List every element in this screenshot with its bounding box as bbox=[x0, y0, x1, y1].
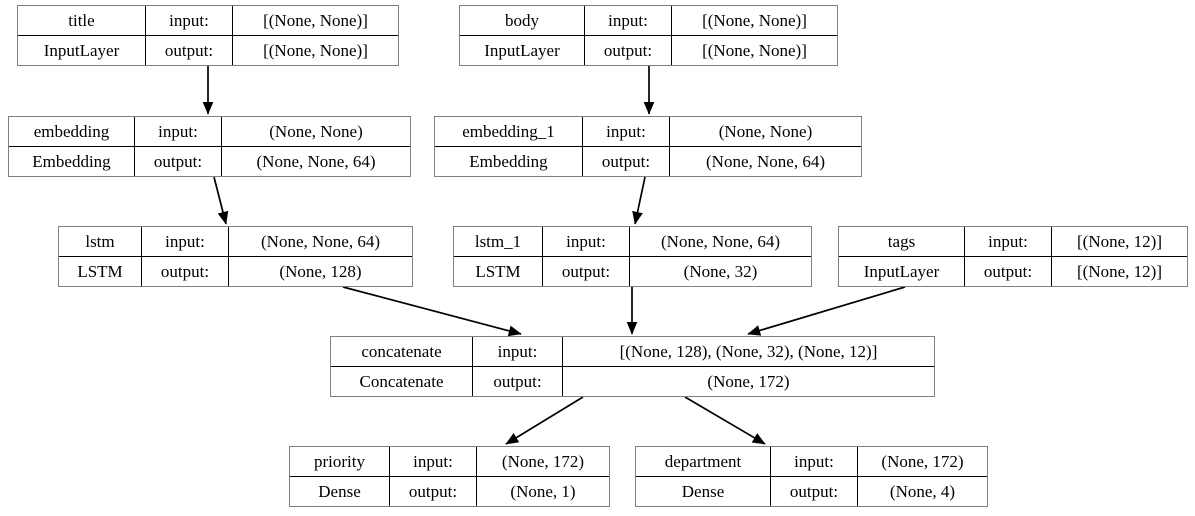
node-layer-name: embedding_1 bbox=[435, 117, 583, 146]
output-shape: (None, 4) bbox=[889, 482, 956, 501]
node-layer-name: tags bbox=[839, 227, 965, 256]
node-layer-type: InputLayer bbox=[839, 257, 965, 286]
output-shape: (None, None, 64) bbox=[256, 152, 376, 171]
output-label: output: bbox=[543, 257, 630, 286]
node-layer-type: Embedding bbox=[9, 147, 135, 176]
node-layer-name: body bbox=[460, 6, 585, 35]
input-label: input: bbox=[585, 6, 672, 35]
node-layer-type: Dense bbox=[290, 477, 390, 506]
input-label: input: bbox=[473, 337, 563, 366]
input-label: input: bbox=[965, 227, 1052, 256]
node-layer-type: LSTM bbox=[454, 257, 543, 286]
node-layer-name: lstm bbox=[59, 227, 142, 256]
input-label: input: bbox=[142, 227, 229, 256]
output-shape: (None, 128) bbox=[279, 262, 362, 281]
node-layer-name: department bbox=[636, 447, 771, 476]
node-layer-type: LSTM bbox=[59, 257, 142, 286]
input-shape: (None, 172) bbox=[881, 452, 964, 471]
node-layer-type: Embedding bbox=[435, 147, 583, 176]
output-shape: (None, 32) bbox=[683, 262, 758, 281]
input-label: input: bbox=[543, 227, 630, 256]
edge-tags-to-concatenate bbox=[747, 286, 906, 336]
node-layer-name: lstm_1 bbox=[454, 227, 543, 256]
input-shape: (None, None) bbox=[718, 122, 813, 141]
output-shape: (None, 1) bbox=[510, 482, 576, 501]
node-layer-type: Dense bbox=[636, 477, 771, 506]
output-label: output: bbox=[135, 147, 222, 176]
output-shape: [(None, 12)] bbox=[1077, 262, 1162, 281]
input-shape: (None, None, 64) bbox=[661, 232, 780, 251]
node-layer-type: InputLayer bbox=[460, 36, 585, 65]
input-shape: [(None, 12)] bbox=[1077, 232, 1162, 251]
output-label: output: bbox=[965, 257, 1052, 286]
node-layer-name: priority bbox=[290, 447, 390, 476]
output-shape: (None, 172) bbox=[707, 372, 790, 391]
input-shape: (None, 172) bbox=[501, 452, 585, 471]
output-label: output: bbox=[390, 477, 477, 506]
output-shape: [(None, None)] bbox=[263, 41, 368, 60]
output-shape: [(None, None)] bbox=[702, 41, 807, 60]
edge-lstm-to-concatenate bbox=[342, 286, 522, 337]
input-shape: (None, None) bbox=[269, 122, 363, 141]
input-shape: [(None, None)] bbox=[263, 11, 368, 30]
output-label: output: bbox=[146, 36, 233, 65]
input-shape: (None, None, 64) bbox=[261, 232, 380, 251]
input-label: input: bbox=[146, 6, 233, 35]
edge-embedding-to-lstm bbox=[213, 176, 229, 225]
output-shape: (None, None, 64) bbox=[706, 152, 825, 171]
node-layer-name: embedding bbox=[9, 117, 135, 146]
input-label: input: bbox=[135, 117, 222, 146]
edge-concatenate-to-department bbox=[684, 396, 766, 445]
edge-concatenate-to-priority bbox=[505, 396, 584, 445]
node-layer-type: Concatenate bbox=[331, 367, 473, 396]
output-label: output: bbox=[771, 477, 858, 506]
node-layer-name: title bbox=[18, 6, 146, 35]
input-label: input: bbox=[390, 447, 477, 476]
input-shape: [(None, 128), (None, 32), (None, 12)] bbox=[619, 342, 878, 361]
output-label: output: bbox=[473, 367, 563, 396]
node-layer-name: concatenate bbox=[331, 337, 473, 366]
input-shape: [(None, None)] bbox=[702, 11, 807, 30]
input-label: input: bbox=[771, 447, 858, 476]
input-label: input: bbox=[583, 117, 670, 146]
edge-embedding_1-to-lstm_1 bbox=[632, 176, 646, 225]
output-label: output: bbox=[583, 147, 670, 176]
output-label: output: bbox=[142, 257, 229, 286]
node-layer-type: InputLayer bbox=[18, 36, 146, 65]
output-label: output: bbox=[585, 36, 672, 65]
